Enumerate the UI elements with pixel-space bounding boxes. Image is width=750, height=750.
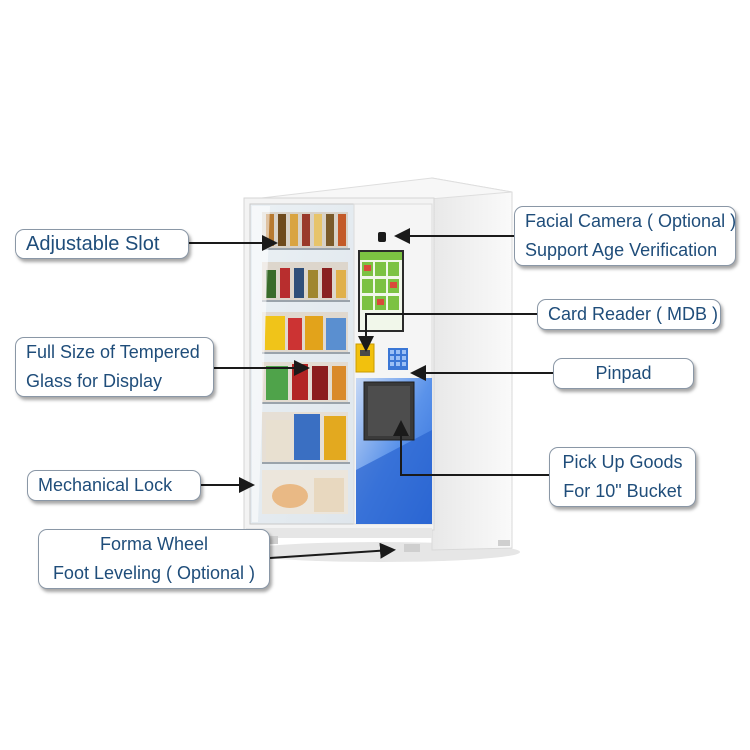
callout-facial-camera-line2: Support Age Verification [525, 240, 718, 260]
callout-tempered-glass: Full Size of Tempered Glass for Display [15, 337, 214, 397]
callout-pinpad-text: Pinpad [595, 363, 652, 383]
callout-pinpad: Pinpad [553, 358, 694, 389]
callout-facial-camera: Facial Camera ( Optional ) Support Age V… [514, 206, 736, 266]
callout-card-reader: Card Reader ( MDB ) [537, 299, 721, 330]
callout-forma-wheel-line2: Foot Leveling ( Optional ) [52, 563, 256, 583]
callout-adjustable-slot: Adjustable Slot [15, 229, 189, 259]
callout-mechanical-lock: Mechanical Lock [27, 470, 201, 501]
callout-card-reader-text: Card Reader ( MDB ) [548, 304, 719, 324]
callout-tempered-glass-line2: Glass for Display [26, 371, 163, 391]
callout-adjustable-slot-text: Adjustable Slot [26, 233, 160, 255]
callout-pick-up-goods-line1: Pick Up Goods [562, 452, 683, 472]
callout-forma-wheel-line1: Forma Wheel [99, 534, 209, 554]
callout-pick-up-goods: Pick Up Goods For 10" Bucket [549, 447, 696, 507]
callout-tempered-glass-line1: Full Size of Tempered [26, 342, 200, 362]
callout-pick-up-goods-line2: For 10" Bucket [563, 481, 682, 501]
callout-mechanical-lock-text: Mechanical Lock [38, 475, 173, 495]
callout-forma-wheel: Forma Wheel Foot Leveling ( Optional ) [38, 529, 270, 589]
callout-facial-camera-line1: Facial Camera ( Optional ) [525, 211, 737, 231]
